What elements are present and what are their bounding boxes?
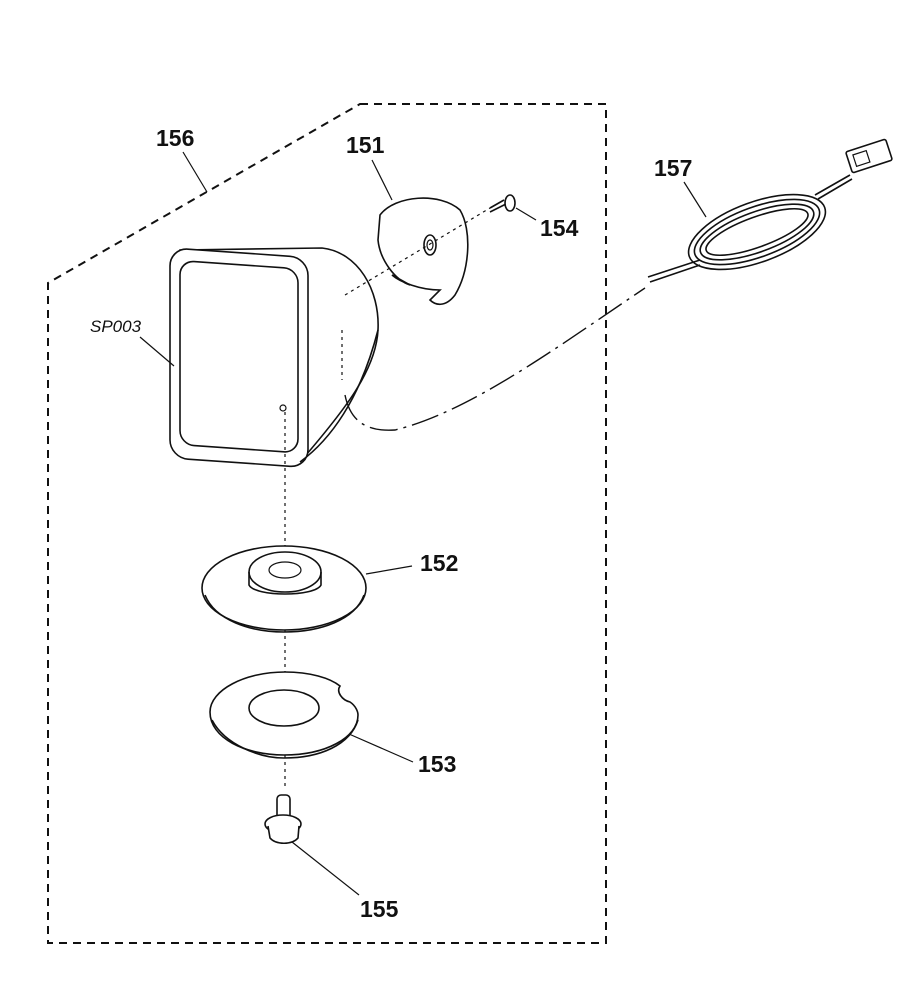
leader-152 [365, 565, 413, 575]
assembly-boundary [47, 103, 607, 944]
part-155-screw [264, 794, 302, 845]
part-152-base [201, 545, 367, 633]
label-156: 156 [156, 125, 194, 151]
cable-route [344, 287, 646, 431]
label-154: 154 [540, 215, 579, 241]
leader-157 [683, 181, 707, 218]
leader-sp003 [139, 336, 175, 367]
label-152: 152 [420, 550, 458, 576]
axis-line-upper [344, 207, 491, 296]
leader-155 [291, 841, 360, 896]
part-153-ring [209, 671, 359, 759]
leader-151 [371, 159, 393, 201]
part-157-cable [647, 138, 893, 283]
leader-156 [182, 151, 208, 193]
leader-153 [348, 733, 414, 763]
label-151: 151 [346, 132, 385, 158]
part-154-screw [489, 194, 516, 213]
label-153: 153 [418, 751, 456, 777]
label-sp003: SP003 [90, 317, 142, 336]
part-151-bracket [377, 197, 469, 306]
speaker-enclosure [169, 247, 379, 468]
label-157: 157 [654, 155, 692, 181]
label-155: 155 [360, 896, 399, 922]
leader-154 [515, 207, 537, 221]
